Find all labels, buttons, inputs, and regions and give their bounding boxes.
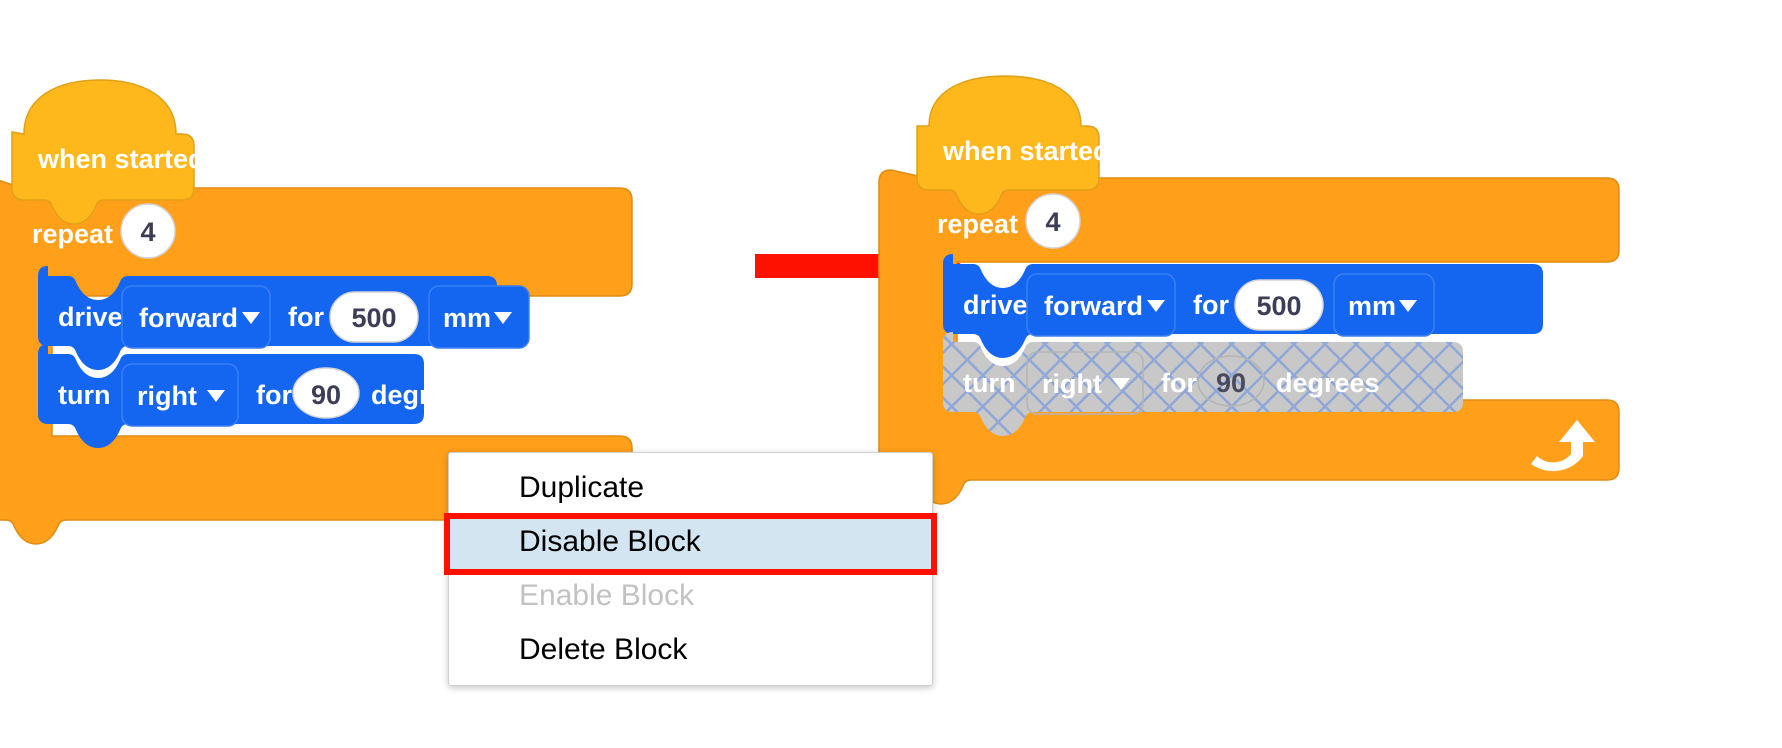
turn-direction-value: right [137,381,197,411]
before-program-stack: when started repeat 4 drive forward for … [0,79,633,545]
drive-unit-value: mm [1348,291,1396,321]
when-started-label: when started [37,144,205,174]
drive-unit-dropdown[interactable] [428,285,530,349]
turn-direction-chevron-down-icon[interactable] [207,390,225,402]
drive-direction-dropdown[interactable] [1026,273,1176,337]
drive-direction-value: forward [139,303,238,333]
turn-verb-label: turn [963,368,1015,398]
after-program-stack: when started repeat 4 drive forward for … [878,75,1620,505]
turn-direction-value: right [1042,369,1102,399]
drive-unit-chevron-down-icon[interactable] [494,312,512,324]
context-menu-item-disable-block[interactable]: Disable Block [449,515,932,569]
drive-amount-field[interactable] [329,291,419,343]
when-started-label: when started [942,136,1110,166]
drive-direction-chevron-down-icon[interactable] [1147,300,1165,312]
context-menu-item-duplicate[interactable]: Duplicate [519,471,645,504]
drive-for-label: for [1193,290,1229,320]
loop-arrow-icon [1531,420,1595,472]
drive-amount-field[interactable] [1234,279,1324,331]
drive-direction-value: forward [1044,291,1143,321]
drive-direction-chevron-down-icon[interactable] [242,312,260,324]
repeat-count-field[interactable] [120,203,176,259]
turn-verb-label: turn [58,380,110,410]
drive-verb-label: drive [963,290,1028,320]
turn-amount-value: 90 [311,380,341,410]
drive-for-label: for [288,302,324,332]
turn-amount-field[interactable] [292,367,360,419]
drive-amount-value: 500 [1256,291,1301,321]
drive-unit-dropdown[interactable] [1333,273,1435,337]
turn-unit-label: degrees [1276,368,1380,398]
turn-for-label: for [1161,368,1197,398]
turn-direction-chevron-down-icon[interactable] [1112,378,1130,390]
turn-unit-label: degrees [371,380,475,410]
repeat-label: repeat [937,209,1018,239]
drive-amount-value: 500 [351,303,396,333]
repeat-count-value: 4 [140,217,155,247]
repeat-count-value: 4 [1045,207,1060,237]
turn-amount-field[interactable] [1197,355,1265,407]
turn-for-label: for [256,380,292,410]
drive-unit-chevron-down-icon[interactable] [1399,300,1417,312]
drive-verb-label: drive [58,302,123,332]
turn-block-disabled[interactable] [943,332,1463,436]
turn-direction-dropdown[interactable] [1026,351,1144,415]
drive-direction-dropdown[interactable] [121,285,271,349]
repeat-label: repeat [32,219,113,249]
turn-amount-value: 90 [1216,368,1246,398]
turn-direction-dropdown[interactable] [121,363,239,427]
when-started-hat-block[interactable] [11,79,195,225]
context-menu-item-enable-block: Enable Block [519,579,695,612]
context-menu-item-delete-block[interactable]: Delete Block [519,633,688,666]
drive-unit-value: mm [443,303,491,333]
repeat-count-field[interactable] [1025,193,1081,249]
block-context-menu[interactable]: Duplicate Disable Block Enable Block Del… [448,452,933,686]
when-started-hat-block[interactable] [916,75,1100,215]
